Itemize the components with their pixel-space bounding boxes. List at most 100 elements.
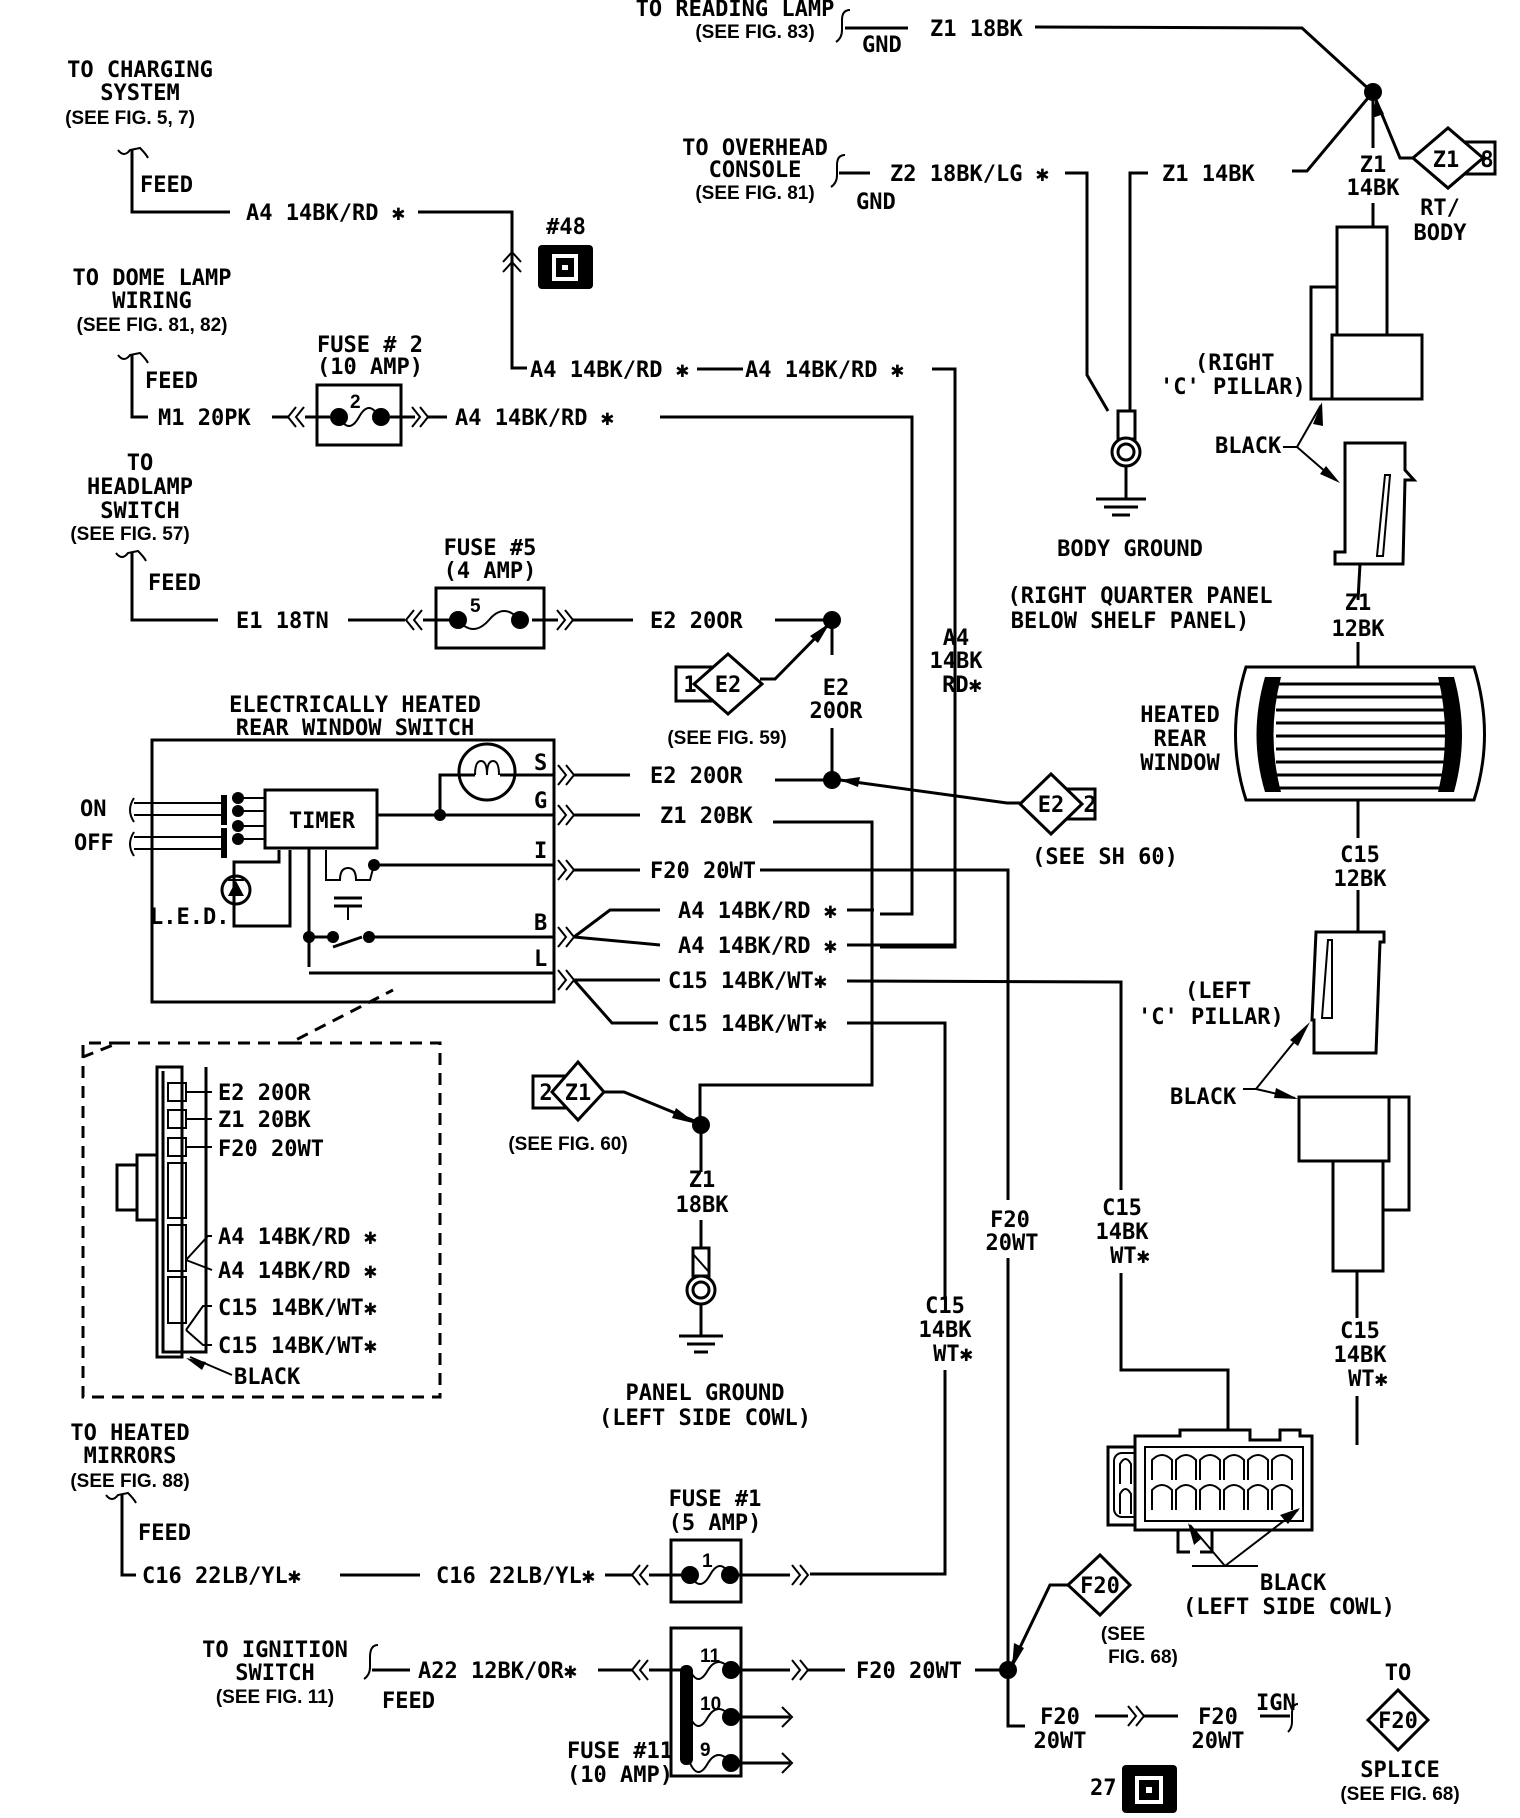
- svg-text:(LEFT: (LEFT: [1185, 979, 1251, 1004]
- wire-break-icon: [117, 351, 149, 364]
- svg-text:WT✱: WT✱: [933, 1342, 973, 1367]
- svg-text:C15 14BK/WT✱: C15 14BK/WT✱: [218, 1334, 377, 1359]
- black-label: BLACK: [1215, 434, 1282, 459]
- svg-text:E2 20OR: E2 20OR: [218, 1081, 311, 1106]
- dome-lamp-source: TO DOME LAMP WIRING (SEE FIG. 81, 82) FE…: [73, 266, 288, 431]
- svg-text:C15: C15: [925, 1294, 965, 1319]
- splice-z1-8: Z1 8 RT/ BODY: [1410, 126, 1497, 246]
- svg-text:Z1: Z1: [565, 1081, 592, 1106]
- svg-text:B: B: [534, 911, 547, 936]
- wire-break-icon: [1287, 1703, 1299, 1733]
- svg-text:F20 20WT: F20 20WT: [218, 1137, 324, 1162]
- svg-text:FUSE #1: FUSE #1: [669, 1487, 762, 1512]
- svg-text:(SEE: (SEE: [1101, 1624, 1145, 1645]
- cowl-connector-right: [1133, 1428, 1314, 1554]
- overhead-source: TO OVERHEAD CONSOLE (SEE FIG. 81) GND Z2…: [682, 136, 1110, 412]
- svg-text:(SEE FIG. 11): (SEE FIG. 11): [216, 1687, 334, 1708]
- svg-text:(SEE FIG. 59): (SEE FIG. 59): [667, 728, 786, 749]
- svg-text:C15: C15: [1340, 1319, 1380, 1344]
- svg-text:(10 AMP): (10 AMP): [567, 1763, 673, 1788]
- svg-text:F20: F20: [1378, 1709, 1418, 1734]
- svg-text:2: 2: [539, 1081, 552, 1106]
- svg-text:A4 14BK/RD ✱: A4 14BK/RD ✱: [530, 358, 689, 383]
- connector-48: #48: [538, 215, 593, 289]
- svg-text:A4 14BK/RD ✱: A4 14BK/RD ✱: [745, 358, 904, 383]
- svg-text:SPLICE: SPLICE: [1360, 1758, 1439, 1783]
- svg-text:(SEE FIG. 68): (SEE FIG. 68): [1340, 1784, 1459, 1805]
- svg-text:TO HEATED: TO HEATED: [70, 1421, 189, 1446]
- connector-pin: [1271, 1484, 1293, 1510]
- wire-break-icon: [117, 146, 149, 159]
- svg-text:GND: GND: [856, 190, 896, 215]
- svg-text:9: 9: [700, 1740, 711, 1761]
- svg-text:Z1 14BK: Z1 14BK: [1162, 162, 1255, 187]
- svg-text:C15 14BK/WT✱: C15 14BK/WT✱: [668, 969, 827, 994]
- svg-text:10: 10: [700, 1694, 721, 1715]
- svg-text:14BK: 14BK: [1334, 1343, 1388, 1368]
- svg-text:2: 2: [350, 392, 361, 413]
- svg-text:BLACK: BLACK: [1260, 1571, 1327, 1596]
- svg-text:Z1 20BK: Z1 20BK: [218, 1108, 311, 1133]
- svg-text:27: 27: [1090, 1776, 1117, 1801]
- svg-text:PANEL GROUND: PANEL GROUND: [626, 1381, 785, 1406]
- svg-text:(SEE FIG. 5, 7): (SEE FIG. 5, 7): [65, 108, 195, 129]
- reading-lamp-ref: (SEE FIG. 83): [695, 22, 814, 43]
- svg-text:12BK: 12BK: [1332, 617, 1386, 642]
- svg-text:F20 20WT: F20 20WT: [856, 1659, 962, 1684]
- svg-text:Z1 20BK: Z1 20BK: [660, 804, 753, 829]
- reading-lamp-label: TO READING LAMP: [636, 0, 835, 22]
- svg-text:(SEE FIG. 81, 82): (SEE FIG. 81, 82): [77, 315, 228, 336]
- connector-pin: [1247, 1454, 1269, 1480]
- connector-pin: [1151, 1484, 1173, 1510]
- svg-text:Z1: Z1: [1345, 591, 1372, 616]
- svg-text:F20: F20: [1198, 1705, 1238, 1730]
- svg-text:Z1: Z1: [689, 1168, 716, 1193]
- svg-text:FUSE #11: FUSE #11: [567, 1739, 673, 1764]
- svg-text:C16 22LB/YL✱: C16 22LB/YL✱: [436, 1564, 595, 1589]
- fuse-11: 11 10 9 FUSE #11 (10 AMP): [567, 1626, 809, 1788]
- svg-text:F20: F20: [1040, 1705, 1080, 1730]
- svg-text:C15 14BK/WT✱: C15 14BK/WT✱: [218, 1296, 377, 1321]
- svg-text:Z1: Z1: [1433, 148, 1460, 173]
- svg-text:TIMER: TIMER: [289, 809, 356, 834]
- svg-text:8: 8: [1480, 148, 1493, 173]
- wire-break-icon: [105, 1491, 137, 1504]
- svg-text:FIG. 68): FIG. 68): [1108, 1647, 1178, 1668]
- svg-text:A4 14BK/RD ✱: A4 14BK/RD ✱: [218, 1259, 377, 1284]
- svg-text:(SEE FIG. 88): (SEE FIG. 88): [70, 1471, 189, 1492]
- panel-ground: Z1 18BK PANEL GROUND (LEFT SIDE COWL): [599, 1168, 811, 1431]
- svg-text:MIRRORS: MIRRORS: [84, 1444, 177, 1469]
- svg-text:A22 12BK/OR✱: A22 12BK/OR✱: [418, 1659, 577, 1684]
- heated-rear-window: HEATED REAR WINDOW: [1140, 665, 1486, 802]
- wire-break-icon: [830, 154, 846, 188]
- svg-text:(SEE SH 60): (SEE SH 60): [1032, 845, 1178, 870]
- svg-text:BODY GROUND: BODY GROUND: [1057, 537, 1203, 562]
- svg-text:E2 20OR: E2 20OR: [650, 764, 743, 789]
- svg-text:SYSTEM: SYSTEM: [100, 81, 179, 106]
- svg-text:'C' PILLAR): 'C' PILLAR): [1160, 375, 1306, 400]
- svg-text:18BK: 18BK: [676, 1193, 730, 1218]
- splice-f20-to: TO F20 SPLICE (SEE FIG. 68): [1340, 1661, 1459, 1805]
- svg-text:20OR: 20OR: [810, 699, 864, 724]
- svg-text:RT/: RT/: [1420, 196, 1460, 221]
- svg-text:WT✱: WT✱: [1348, 1367, 1388, 1392]
- right-c-pillar-connector: (RIGHT 'C' PILLAR): [1160, 225, 1424, 401]
- svg-text:S: S: [534, 751, 547, 776]
- connector-pin: [1151, 1454, 1173, 1480]
- svg-text:(LEFT SIDE COWL): (LEFT SIDE COWL): [599, 1406, 811, 1431]
- svg-text:(SEE FIG. 57): (SEE FIG. 57): [70, 524, 189, 545]
- right-pillar-mating-connector: [1333, 441, 1418, 566]
- svg-text:FEED: FEED: [138, 1521, 191, 1546]
- svg-text:HEADLAMP: HEADLAMP: [87, 475, 193, 500]
- svg-text:IGN: IGN: [1256, 1691, 1296, 1716]
- svg-text:TO DOME LAMP: TO DOME LAMP: [73, 266, 232, 291]
- svg-text:E2: E2: [1038, 793, 1065, 818]
- svg-text:(SEE FIG. 60): (SEE FIG. 60): [508, 1134, 627, 1155]
- svg-text:1: 1: [683, 673, 696, 698]
- svg-text:20WT: 20WT: [986, 1231, 1039, 1256]
- charging-source: TO CHARGING SYSTEM (SEE FIG. 5, 7) FEED …: [65, 58, 527, 370]
- reading-lamp-source: TO READING LAMP (SEE FIG. 83) GND Z1 18B…: [636, 0, 1374, 94]
- svg-text:14BK: 14BK: [919, 1318, 973, 1343]
- svg-text:20WT: 20WT: [1034, 1729, 1087, 1754]
- svg-text:E2 20OR: E2 20OR: [650, 609, 743, 634]
